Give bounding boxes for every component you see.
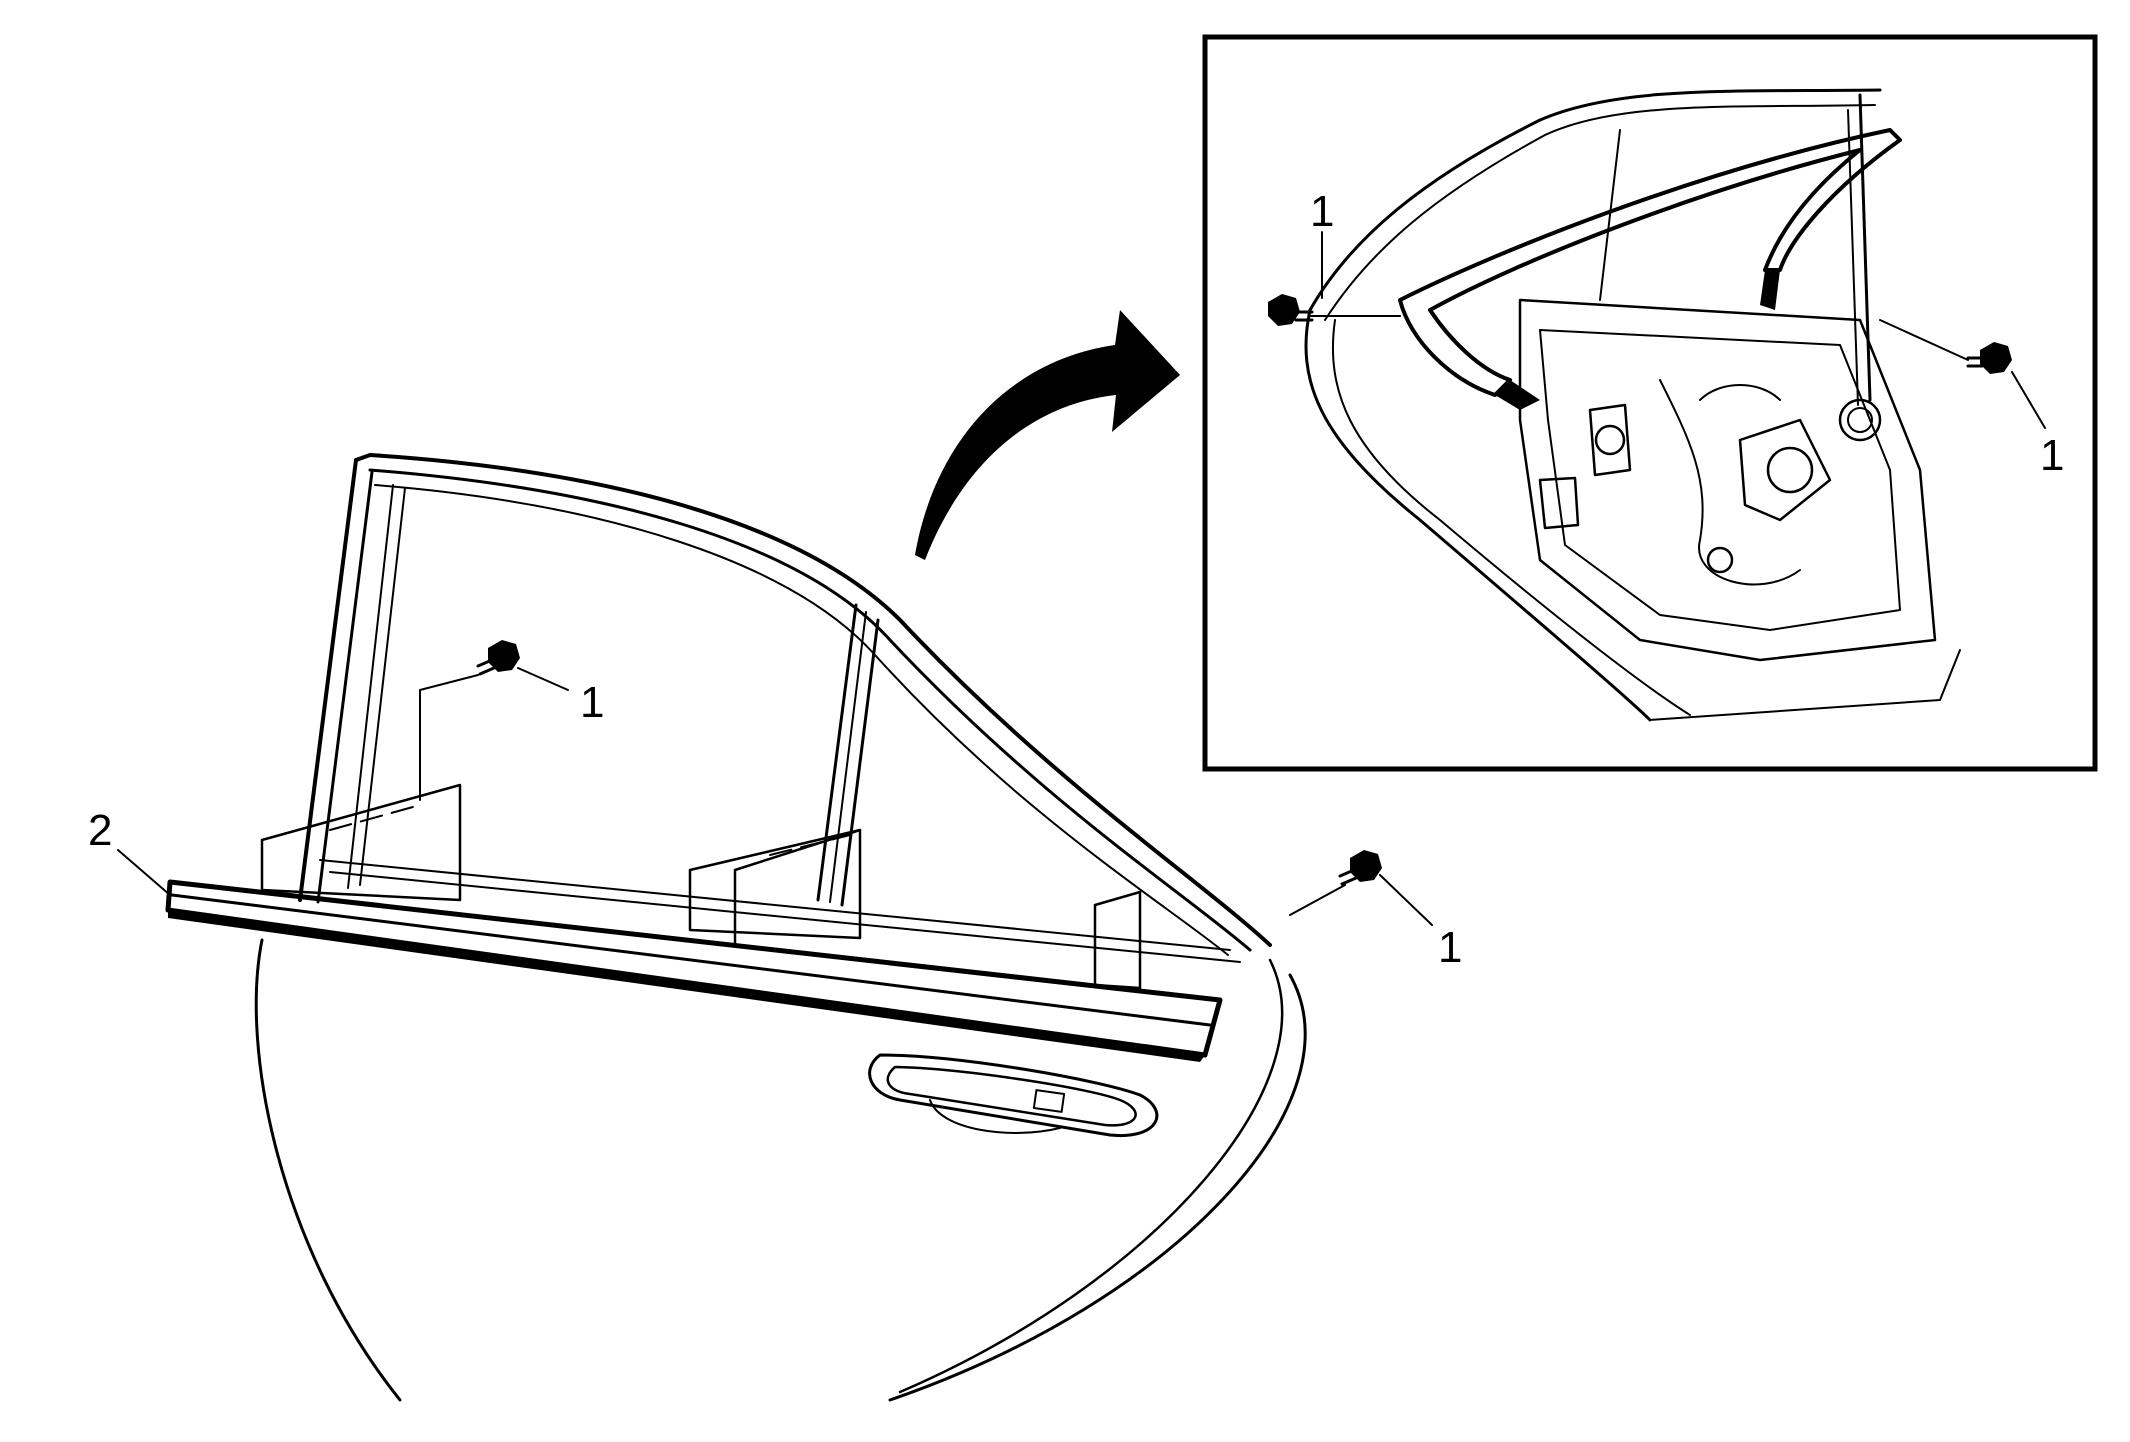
retainer-clips — [260, 783, 1142, 990]
callout-bolt-inset-left: 1 — [1310, 187, 1334, 236]
rear-door-outline — [254, 453, 1307, 1402]
leader-line — [1879, 319, 1969, 361]
arrow-to-inset-icon — [915, 310, 1180, 560]
callout-molding-main: 2 — [88, 806, 112, 855]
leader-line — [1289, 884, 1346, 916]
leader-line — [517, 667, 569, 691]
speaker-grille-icon — [1838, 398, 1882, 442]
leader-line — [419, 674, 479, 801]
bolt-icon — [1338, 850, 1382, 886]
belt-molding — [165, 879, 1223, 1062]
callout-bolt-main-front: 1 — [1438, 923, 1462, 972]
callout-bolt-main-upper: 1 — [580, 678, 604, 727]
door-handle — [868, 1053, 1159, 1138]
callout-bolt-inset-right: 1 — [2040, 431, 2064, 480]
inset-view: 1 1 — [1202, 34, 2098, 772]
bolt-icon — [1966, 342, 2012, 374]
bolt-icon — [476, 640, 520, 676]
regulator-motor-icon — [1699, 384, 1832, 522]
bolt-icon — [1268, 294, 1314, 326]
leader-line — [2011, 371, 2046, 429]
leader-line — [1379, 874, 1433, 926]
leader-line — [117, 849, 171, 896]
